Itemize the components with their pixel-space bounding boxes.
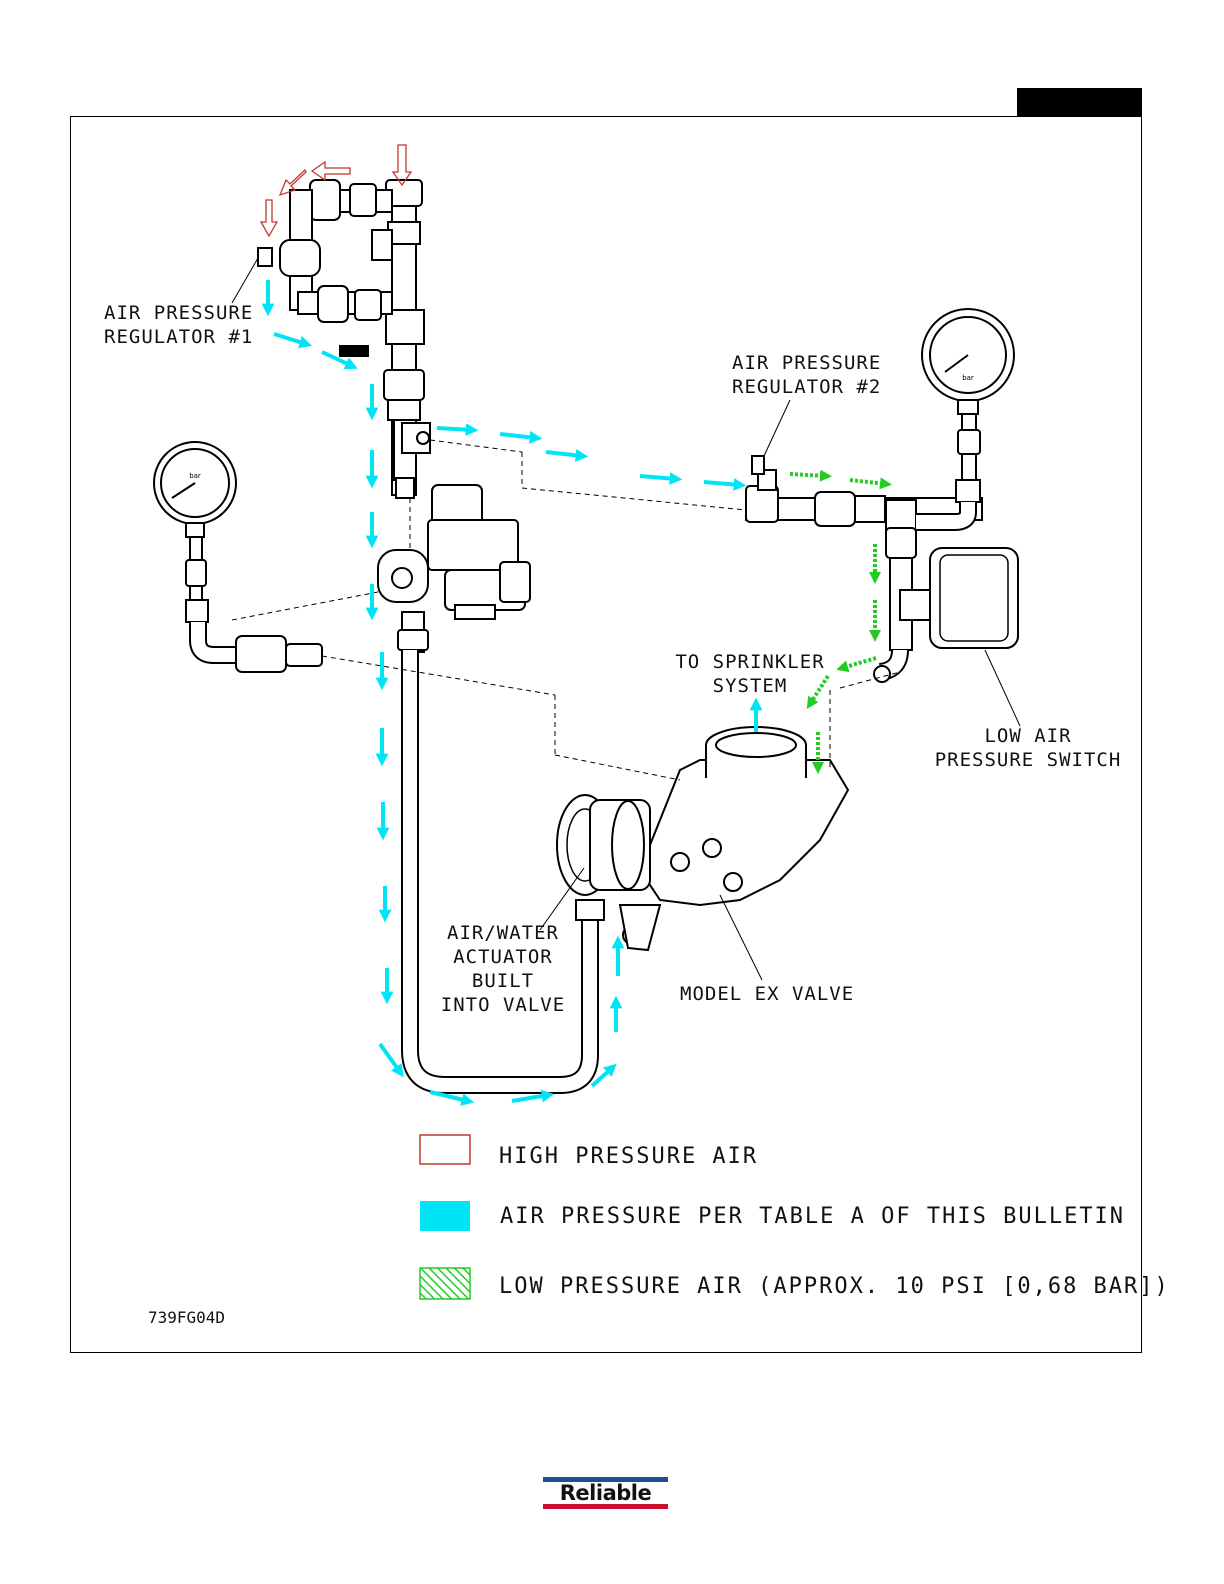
regulator2-label-line2: REGULATOR #2 xyxy=(732,376,881,398)
regulator1-label-line2: REGULATOR #1 xyxy=(104,326,253,348)
left-gauge-unit: bar xyxy=(189,472,201,480)
legend-text-table-a: AIR PRESSURE PER TABLE A OF THIS BULLETI… xyxy=(500,1204,1125,1229)
valve-label: MODEL EX VALVE xyxy=(680,983,854,1005)
switch-label-line1: LOW AIR xyxy=(984,725,1071,747)
actuator-label-line3: BUILT xyxy=(472,970,534,992)
legend-text-high-pressure: HIGH PRESSURE AIR xyxy=(499,1144,758,1169)
switch-label-line2: PRESSURE SWITCH xyxy=(935,749,1122,771)
legend-swatch-high-pressure xyxy=(420,1135,470,1164)
right-gauge-unit: bar xyxy=(962,374,974,382)
legend-swatch-table-a xyxy=(420,1201,470,1231)
legend-swatch-low-pressure xyxy=(420,1268,470,1299)
piping xyxy=(154,180,1018,1085)
sprinkler-label-line1: TO SPRINKLER xyxy=(675,651,824,673)
actuator-label-line2: ACTUATOR xyxy=(453,946,553,968)
logo-wordmark: Reliable xyxy=(543,1482,668,1504)
sprinkler-label-line2: SYSTEM xyxy=(713,675,788,697)
actuator-label-line1: AIR/WATER xyxy=(447,922,559,944)
reliable-logo: Reliable xyxy=(543,1477,668,1511)
actuator-label-line4: INTO VALVE xyxy=(441,994,565,1016)
regulator1-label-line1: AIR PRESSURE xyxy=(104,302,253,324)
legend: HIGH PRESSURE AIR AIR PRESSURE PER TABLE… xyxy=(420,1135,1170,1299)
regulator2-label-line1: AIR PRESSURE xyxy=(732,352,881,374)
legend-text-low-pressure: LOW PRESSURE AIR (APPROX. 10 PSI [0,68 B… xyxy=(499,1274,1170,1299)
drawing-code: 739FG04D xyxy=(148,1308,225,1327)
